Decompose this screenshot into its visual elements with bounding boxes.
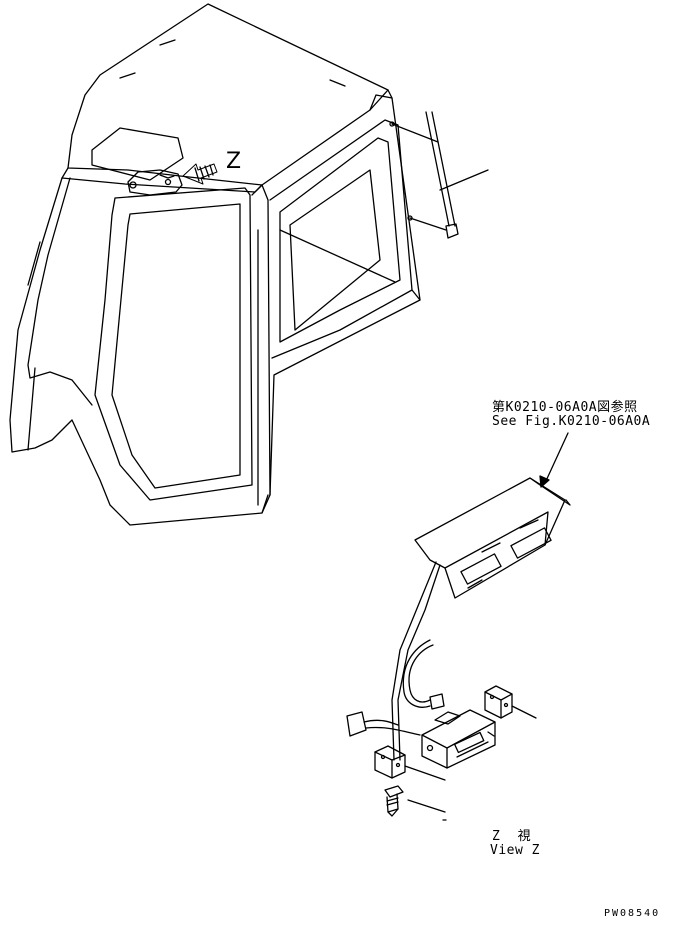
antenna-cable	[408, 644, 434, 703]
bolt-detail	[164, 178, 172, 186]
roof-hatch	[91, 127, 184, 181]
arrow-hatch	[194, 167, 200, 182]
cab-pillar	[251, 184, 271, 514]
reference-arrow-head	[539, 475, 550, 488]
radio-knob	[426, 744, 434, 752]
cab-left-inner	[27, 177, 93, 406]
bracket-hole	[503, 702, 509, 708]
view-z-assembly	[346, 432, 571, 821]
cable-plug	[429, 693, 445, 710]
speaker-connector-wire	[365, 726, 421, 736]
side-window-glass	[279, 137, 401, 343]
reference-label-en: See Fig.K0210-06A0A	[492, 414, 651, 429]
antenna-leader	[439, 169, 489, 191]
arrow-hatch	[209, 164, 214, 176]
antenna-rod	[431, 111, 456, 227]
antenna-base	[445, 223, 459, 239]
side-window-inner	[289, 169, 381, 331]
roof-panel	[414, 477, 566, 599]
radio-button-row	[456, 741, 489, 758]
speaker-connector-wire	[363, 719, 399, 726]
bolt-leader	[407, 799, 446, 813]
antenna-cable	[402, 639, 431, 708]
radio-display	[453, 731, 485, 754]
bracket-hole	[380, 754, 386, 760]
harness-wire	[391, 561, 437, 761]
radio-knob-shaft	[487, 731, 495, 737]
cab-lower-rear	[269, 289, 421, 496]
cab-left-panel	[27, 241, 41, 286]
cab-edge	[391, 97, 421, 301]
roof-panel-face	[444, 511, 549, 569]
bracket-leader	[511, 705, 537, 719]
view-label-jp: Z 視	[492, 829, 536, 844]
roof-line	[159, 39, 176, 46]
panel-dash	[467, 579, 483, 589]
roof-line	[329, 79, 346, 87]
cab-left-panel	[27, 367, 36, 451]
arrow-hatch	[204, 165, 210, 178]
mount-hole	[389, 121, 395, 127]
panel-dash	[481, 542, 501, 553]
mounting-bolt	[384, 785, 446, 817]
door-frame-inner	[111, 203, 241, 489]
panel-slot	[510, 527, 552, 559]
radio-body	[421, 709, 496, 769]
bracket-leader	[404, 765, 446, 781]
harness-wire	[397, 564, 441, 761]
right-mount-bracket	[484, 685, 513, 719]
radio-bracket-detail	[159, 174, 175, 179]
mount-hole	[407, 215, 413, 221]
bolt-thread	[386, 801, 399, 806]
panel-dash	[519, 519, 539, 529]
bolt-tip	[387, 808, 399, 817]
radio-bracket-detail	[127, 169, 183, 196]
bolt-thread	[386, 797, 399, 802]
radio-unit	[421, 709, 496, 769]
antenna-rod	[425, 111, 450, 227]
radio-rear-bracket	[434, 711, 461, 725]
roof-line	[119, 72, 136, 79]
speaker-connector	[346, 711, 367, 737]
bolt-detail	[129, 181, 137, 189]
drawing-code: PW08540	[604, 908, 661, 919]
cab-left-side	[9, 177, 269, 526]
view-z-arrow	[182, 163, 218, 185]
door-frame-outer	[94, 187, 253, 501]
roof-panel-edge	[529, 477, 571, 506]
side-window-frame	[269, 119, 413, 359]
view-label-en: View Z	[490, 843, 540, 858]
right-mount-bracket-face	[484, 691, 513, 701]
operator-cab	[9, 3, 421, 526]
antenna-mount	[409, 217, 447, 231]
panel-slot	[460, 553, 502, 585]
cab-roof	[67, 3, 389, 186]
bracket-hole	[395, 762, 401, 768]
reference-leader	[544, 432, 569, 484]
antenna-mount	[391, 123, 439, 143]
bolt-head	[384, 785, 404, 798]
arrow-hatch	[199, 166, 205, 180]
bracket-hole	[489, 694, 495, 700]
antenna	[389, 111, 489, 239]
cab-roof-edge	[369, 89, 393, 111]
window-diagonal	[279, 229, 396, 283]
left-mount-bracket	[374, 745, 406, 779]
reference-label-jp: 第K0210-06A0A図参照	[492, 400, 638, 415]
view-z-marker: Z	[226, 149, 242, 174]
